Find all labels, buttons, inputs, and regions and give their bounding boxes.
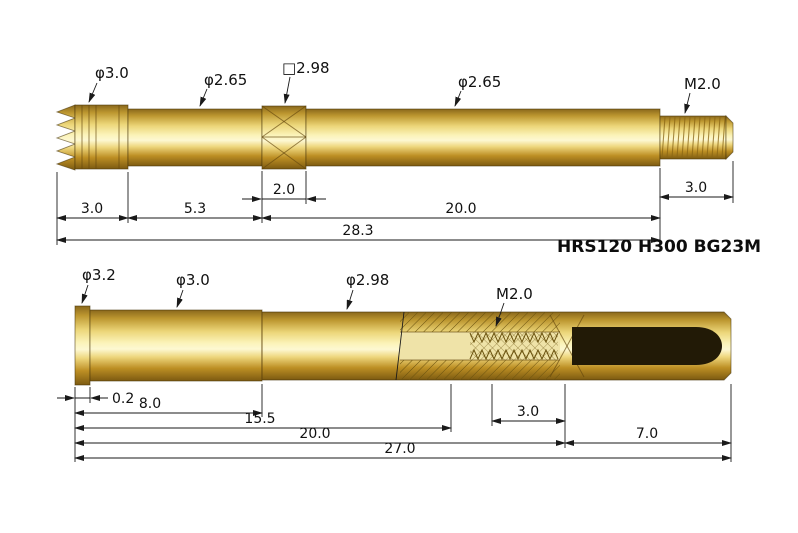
dim-thread-length-top: 3.0 — [685, 180, 707, 196]
callout-square2-98: □2.98 — [282, 59, 330, 77]
part-number: HRS120 H300 BG23M — [557, 237, 761, 257]
thread-lines — [661, 116, 726, 159]
dim-head-length: 3.0 — [81, 201, 103, 217]
callout-phi2-98: φ2.98 — [346, 271, 389, 289]
probe-thread-tip-chamfer — [725, 114, 734, 161]
callout-phi3-2: φ3.2 — [82, 266, 116, 284]
bottom-view-receptacle: φ3.2 φ3.0 φ2.98 M2.0 0.2 — [57, 266, 732, 462]
dim-overall-top: 28.3 — [342, 223, 373, 239]
dim-overall-bottom: 27.0 — [384, 441, 415, 457]
dim-tail-length: 7.0 — [636, 426, 658, 442]
probe-neck-barrel — [127, 108, 263, 167]
top-extension-lines — [56, 161, 734, 245]
callout-phi2-65-b: φ2.65 — [458, 73, 501, 91]
cutaway-wall-hatch-bottom — [400, 360, 560, 380]
probe-head-grooves — [81, 105, 120, 169]
callout-phi3-0-bottom: φ3.0 — [176, 271, 210, 289]
callout-m2-0-bottom: M2.0 — [496, 285, 533, 303]
dim-square-length: 2.0 — [273, 182, 295, 198]
section-break-line — [395, 311, 405, 381]
chamfer-transition — [549, 314, 585, 378]
callout-phi2-65-a: φ2.65 — [204, 71, 247, 89]
internal-thread-crest-bottom — [469, 348, 559, 361]
bottom-dimensions: 0.2 8.0 3.0 15.5 20.0 7.0 27.0 — [57, 391, 732, 461]
probe-serrated-tip — [55, 104, 77, 171]
internal-thread-crest-top — [469, 331, 559, 344]
probe-head — [74, 104, 129, 170]
bottom-callouts: φ3.2 φ3.0 φ2.98 M2.0 — [81, 266, 533, 327]
internal-thread-hatch-b — [470, 332, 558, 360]
dim-barrel-length-top: 20.0 — [445, 201, 476, 217]
dim-neck-length: 5.3 — [184, 201, 206, 217]
probe-main-barrel — [305, 108, 661, 167]
top-view-probe: φ3.0 φ2.65 □2.98 φ2.65 M2.0 2.0 — [55, 59, 761, 257]
dim-flange-thickness: 0.2 — [112, 391, 134, 407]
dim-body-length: 8.0 — [139, 396, 161, 412]
cutaway-wall-hatch-top — [400, 312, 560, 332]
dim-barrel-length-bottom: 20.0 — [299, 426, 330, 442]
dim-to-thread: 15.5 — [244, 411, 275, 427]
callout-m2-0-top: M2.0 — [684, 75, 721, 93]
callout-phi3-0: φ3.0 — [95, 64, 129, 82]
receptacle-body — [89, 309, 263, 382]
receptacle-flange — [74, 305, 91, 386]
receptacle-cavity — [572, 327, 722, 365]
top-callouts: φ3.0 φ2.65 □2.98 φ2.65 M2.0 — [88, 59, 721, 114]
top-dimensions: 2.0 3.0 3.0 5.3 20.0 28.3 — [56, 180, 734, 243]
knurl-cross-pattern — [261, 105, 307, 170]
dim-internal-thread-length: 3.0 — [517, 404, 539, 420]
